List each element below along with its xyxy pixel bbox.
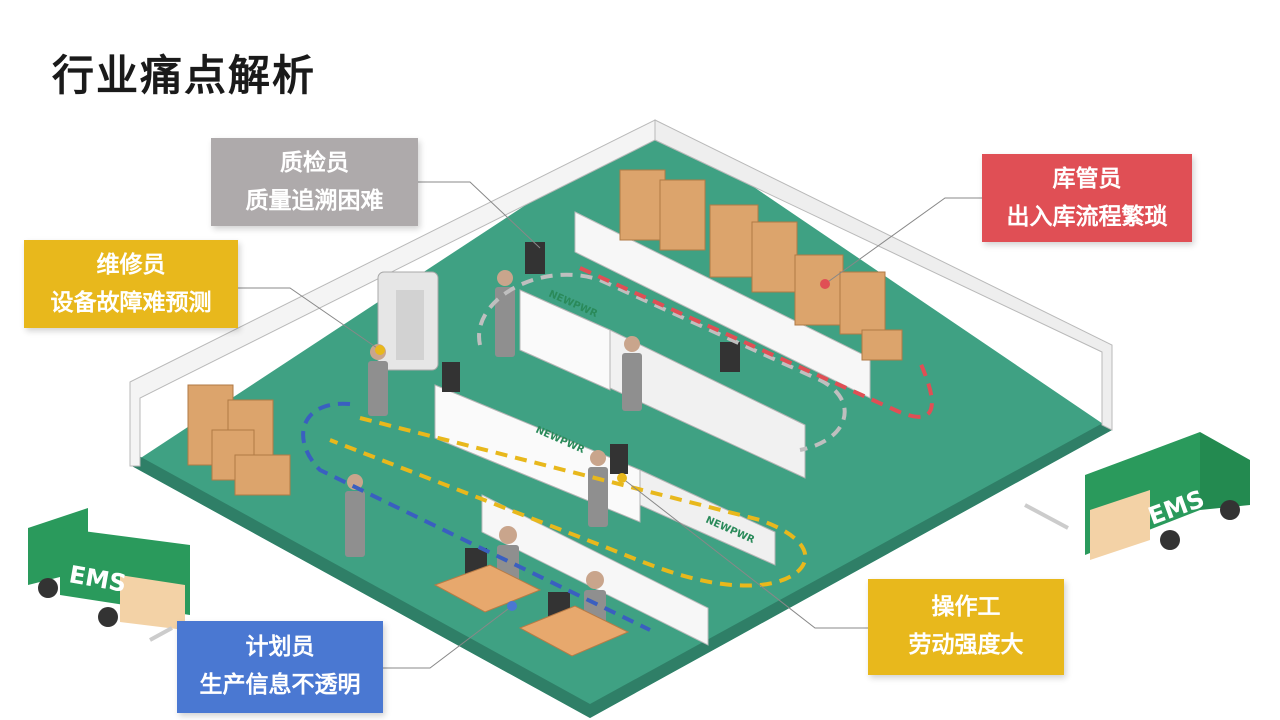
callout-role: 质检员 xyxy=(280,150,349,176)
callout-planner: 计划员 生产信息不透明 xyxy=(177,621,383,713)
callout-role: 计划员 xyxy=(245,634,315,660)
flow-path-gray xyxy=(477,272,847,452)
planner-desks xyxy=(433,564,630,657)
callout-issue: 生产信息不透明 xyxy=(199,672,361,698)
callout-operator: 操作工 劳动强度大 xyxy=(868,579,1064,675)
callout-role: 库管员 xyxy=(1052,166,1122,192)
left-truck: EMS xyxy=(28,508,190,630)
floor-edge-right xyxy=(590,418,1112,718)
page-title: 行业痛点解析 xyxy=(52,51,317,100)
factory-floor xyxy=(130,120,1112,718)
callout-warehouse-keeper: 库管员 出入库流程繁琐 xyxy=(982,154,1192,242)
callout-connectors xyxy=(238,181,982,669)
production-line-1 xyxy=(519,289,806,479)
callout-markers xyxy=(375,279,830,611)
back-wall-right xyxy=(654,119,1113,431)
callout-issue: 劳动强度大 xyxy=(908,632,1024,658)
tower-machine xyxy=(377,271,439,371)
callout-issue: 质量追溯困难 xyxy=(245,188,384,214)
callout-maintenance: 维修员 设备故障难预测 xyxy=(24,240,238,328)
inbound-arrow xyxy=(149,626,173,642)
floor-edge-left xyxy=(130,451,590,718)
callout-issue: 出入库流程繁琐 xyxy=(1006,204,1168,230)
warehouse-boxes xyxy=(619,169,903,361)
outbound-arrow xyxy=(1024,503,1069,530)
callout-quality-inspector: 质检员 质量追溯困难 xyxy=(211,138,418,226)
inbound-boxes xyxy=(187,384,291,496)
planner-partition xyxy=(481,494,709,646)
partition-wall xyxy=(574,211,871,399)
flow-path-red xyxy=(579,266,934,419)
callout-issue: 设备故障难预测 xyxy=(50,290,212,316)
right-truck: EMS xyxy=(1085,432,1250,560)
callout-role: 维修员 xyxy=(96,252,166,278)
callout-role: 操作工 xyxy=(931,594,1001,620)
